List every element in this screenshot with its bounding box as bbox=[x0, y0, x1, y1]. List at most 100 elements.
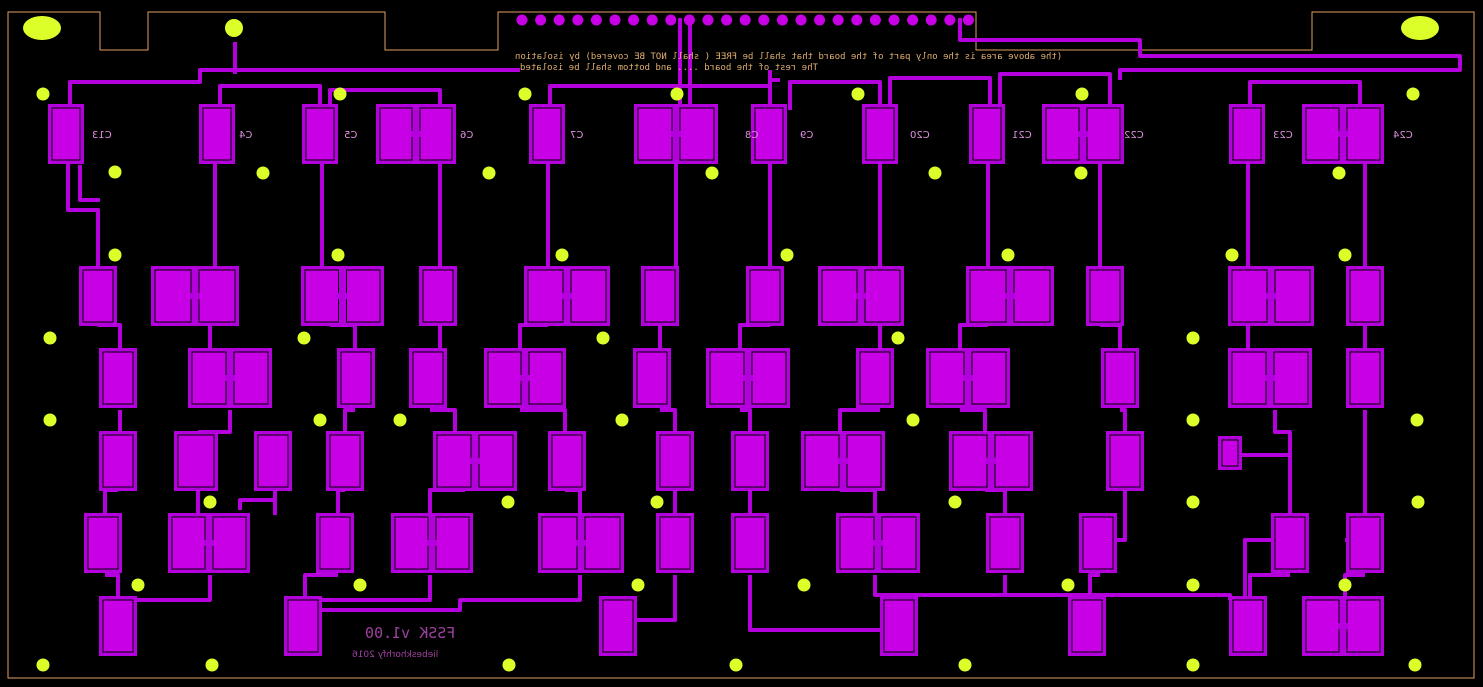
via-16 bbox=[555, 248, 569, 262]
trace-30 bbox=[518, 323, 548, 350]
pad-right-55 bbox=[881, 516, 917, 570]
via-13 bbox=[1074, 166, 1088, 180]
via-10 bbox=[518, 87, 532, 101]
via-44 bbox=[1186, 578, 1200, 592]
via-17 bbox=[780, 248, 794, 262]
pad-17 bbox=[644, 269, 676, 323]
pad-bridge-55 bbox=[873, 540, 883, 546]
via-33 bbox=[203, 495, 217, 509]
trace-40 bbox=[343, 408, 355, 432]
cap-label-c7: C7 bbox=[570, 130, 584, 141]
pad-left-14 bbox=[304, 269, 339, 323]
pad-54 bbox=[734, 516, 766, 570]
via-11 bbox=[670, 87, 684, 101]
pad-bridge-9 bbox=[1078, 131, 1088, 137]
pad-right-13 bbox=[198, 269, 236, 323]
mount-hole-left bbox=[23, 16, 61, 40]
trace-44 bbox=[740, 408, 752, 432]
pad-bridge-30 bbox=[743, 375, 753, 381]
pad-43 bbox=[734, 434, 766, 488]
note-line-1: (the above area is the only part of the … bbox=[515, 52, 1063, 62]
trace-26 bbox=[98, 323, 122, 350]
via-1 bbox=[108, 165, 122, 179]
pad-bridge-34 bbox=[1265, 375, 1275, 381]
pad-42 bbox=[659, 434, 691, 488]
pad-right-66 bbox=[1346, 599, 1381, 653]
pad-left-9 bbox=[1045, 107, 1080, 161]
pad-bridge-14 bbox=[337, 293, 348, 299]
trace-75 bbox=[1343, 573, 1365, 600]
pad-0 bbox=[51, 107, 81, 161]
via-49 bbox=[729, 658, 743, 672]
via-9 bbox=[333, 87, 347, 101]
pad-bridge-49 bbox=[204, 540, 214, 546]
pad-left-40 bbox=[436, 434, 472, 488]
trace-66 bbox=[305, 575, 432, 602]
trace-76 bbox=[900, 593, 1232, 600]
pad-50 bbox=[319, 516, 351, 570]
trace-71 bbox=[1003, 575, 1090, 597]
cap-label-c5: C5 bbox=[344, 130, 358, 141]
header-pin-2 bbox=[553, 14, 565, 26]
pad-23 bbox=[1349, 269, 1381, 323]
mount-hole-mid bbox=[225, 19, 243, 37]
via-30 bbox=[906, 413, 920, 427]
pad-left-49 bbox=[171, 516, 206, 570]
trace-0 bbox=[68, 68, 520, 110]
pad-right-30 bbox=[751, 351, 787, 405]
pad-right-45 bbox=[994, 434, 1030, 488]
pad-bridge-11 bbox=[1338, 131, 1348, 137]
header-pin-22 bbox=[925, 14, 937, 26]
header-pin-21 bbox=[907, 14, 919, 26]
pad-12 bbox=[82, 269, 114, 323]
pad-4 bbox=[532, 107, 562, 161]
via-12 bbox=[1332, 166, 1346, 180]
via-37 bbox=[1186, 495, 1200, 509]
pad-right-28 bbox=[528, 351, 563, 405]
via-28 bbox=[393, 413, 407, 427]
trace-69 bbox=[748, 575, 900, 632]
via-19 bbox=[1225, 248, 1239, 262]
trace-59 bbox=[985, 488, 1007, 515]
pad-right-20 bbox=[1013, 269, 1051, 323]
trace-70 bbox=[873, 575, 900, 597]
via-5 bbox=[928, 166, 942, 180]
header-pin-7 bbox=[646, 14, 658, 26]
cap-label-c8: C8 bbox=[745, 130, 759, 141]
cap-label-c23: C23 bbox=[1273, 130, 1293, 141]
pad-64 bbox=[1071, 599, 1103, 653]
via-22 bbox=[297, 331, 311, 345]
via-48 bbox=[502, 658, 516, 672]
via-46 bbox=[36, 658, 50, 672]
pad-56 bbox=[989, 516, 1021, 570]
trace-53 bbox=[336, 488, 345, 515]
pad-62 bbox=[602, 599, 634, 653]
via-6 bbox=[1406, 87, 1420, 101]
pad-48 bbox=[87, 516, 119, 570]
pad-left-32 bbox=[929, 351, 965, 405]
via-18 bbox=[1001, 248, 1015, 262]
pad-left-28 bbox=[487, 351, 522, 405]
pad-right-51 bbox=[435, 516, 470, 570]
pad-left-16 bbox=[527, 269, 564, 323]
via-42 bbox=[797, 578, 811, 592]
pad-59 bbox=[1349, 516, 1381, 570]
trace-58 bbox=[840, 488, 877, 515]
pad-39 bbox=[329, 434, 361, 488]
pad-38 bbox=[257, 434, 289, 488]
via-25 bbox=[1186, 331, 1200, 345]
pad-bridge-22 bbox=[1266, 293, 1276, 299]
pad-26 bbox=[340, 351, 372, 405]
pad-1 bbox=[202, 107, 232, 161]
pad-left-20 bbox=[969, 269, 1007, 323]
via-51 bbox=[1186, 658, 1200, 672]
trace-10 bbox=[958, 18, 1462, 80]
trace-43 bbox=[660, 408, 677, 432]
trace-28 bbox=[330, 323, 357, 350]
pad-61 bbox=[287, 599, 319, 653]
trace-41 bbox=[430, 408, 457, 432]
trace-45 bbox=[838, 408, 880, 432]
pad-right-40 bbox=[478, 434, 514, 488]
trace-29 bbox=[430, 325, 442, 352]
